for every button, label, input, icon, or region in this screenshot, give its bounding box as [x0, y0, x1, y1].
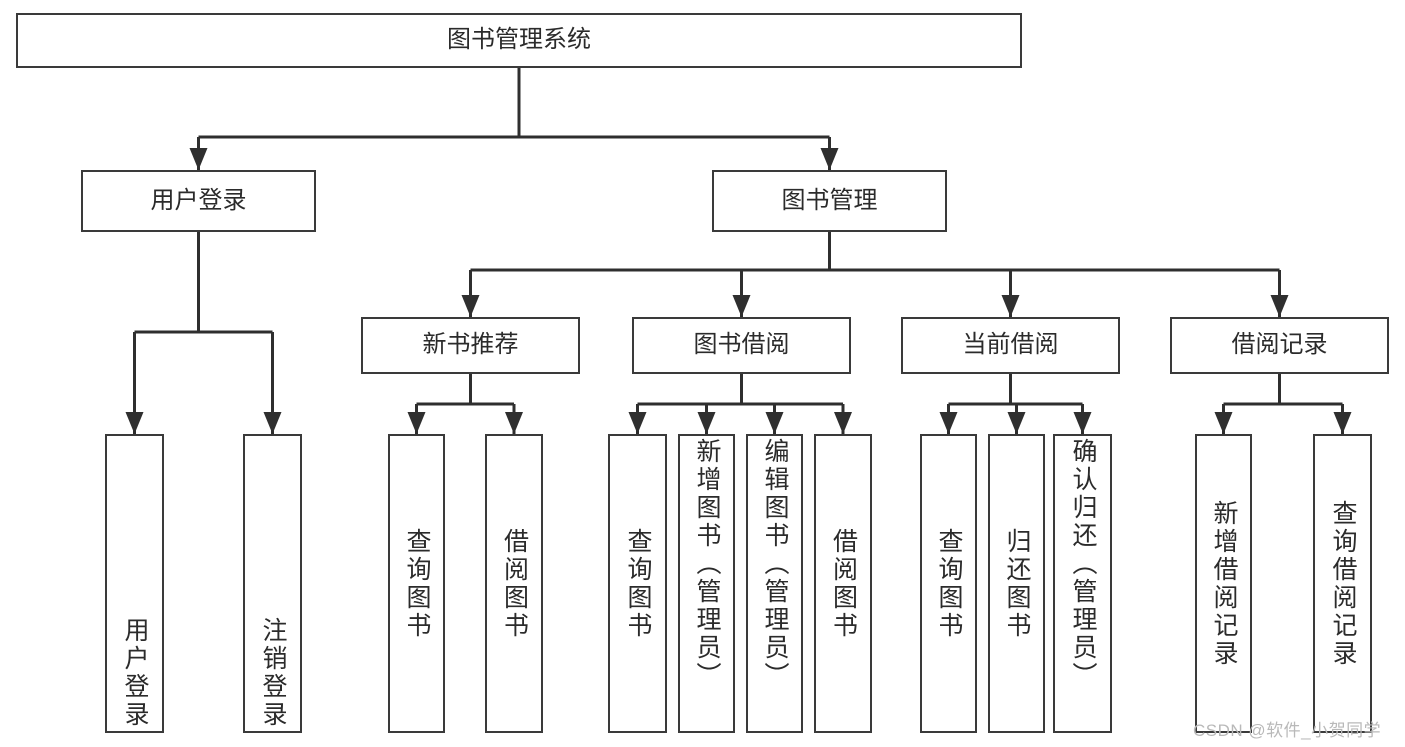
arrow-head-leaf-query-book-2 [628, 412, 647, 434]
arrow-head-leaf-edit-book [765, 412, 784, 434]
arrow-head-borrow-record [1270, 295, 1289, 317]
node-label-leaf-edit-book: 编辑图书（管理员） [761, 438, 789, 690]
arrow-head-leaf-borrow-book-1 [505, 412, 523, 434]
node-label-leaf-query-record: 查询借阅记录 [1329, 499, 1357, 668]
arrow-head-leaf-return-book [1007, 412, 1026, 434]
node-leaf-user-login[interactable]: 用户登录 [105, 434, 164, 733]
node-borrow-record[interactable]: 借阅记录 [1170, 317, 1389, 374]
node-label-leaf-add-book: 新增图书（管理员） [693, 438, 721, 690]
arrow-head-leaf-user-login [125, 412, 144, 434]
arrow-head-user-login [189, 148, 208, 170]
arrow-head-leaf-query-book-3 [939, 412, 958, 434]
node-label-borrow-record: 借阅记录 [1231, 331, 1328, 359]
node-label-root: 图书管理系统 [447, 26, 591, 54]
arrow-head-leaf-add-book [697, 412, 716, 434]
node-label-book-borrow: 图书借阅 [693, 331, 790, 359]
node-label-leaf-query-book-3: 查询图书 [935, 527, 963, 640]
arrow-head-current-borrow [1001, 295, 1020, 317]
node-leaf-query-book-3[interactable]: 查询图书 [920, 434, 977, 733]
node-leaf-return-book[interactable]: 归还图书 [988, 434, 1045, 733]
node-user-login[interactable]: 用户登录 [81, 170, 316, 232]
node-book-manage[interactable]: 图书管理 [712, 170, 947, 232]
node-leaf-query-record[interactable]: 查询借阅记录 [1313, 434, 1372, 733]
node-leaf-edit-book[interactable]: 编辑图书（管理员） [746, 434, 803, 733]
arrow-head-leaf-borrow-book-2 [834, 412, 852, 434]
node-leaf-add-book[interactable]: 新增图书（管理员） [678, 434, 735, 733]
node-label-new-book-rec: 新书推荐 [422, 331, 519, 359]
watermark: CSDN @软件_小贺同学 [1193, 721, 1382, 740]
node-label-leaf-user-login: 用户登录 [121, 617, 149, 729]
node-leaf-query-book-2[interactable]: 查询图书 [608, 434, 667, 733]
arrow-head-book-manage [820, 148, 839, 170]
node-current-borrow[interactable]: 当前借阅 [901, 317, 1120, 374]
node-new-book-rec[interactable]: 新书推荐 [361, 317, 580, 374]
node-root[interactable]: 图书管理系统 [16, 13, 1022, 68]
node-leaf-query-book-1[interactable]: 查询图书 [388, 434, 445, 733]
node-label-user-login: 用户登录 [150, 186, 247, 214]
arrow-head-leaf-query-book-1 [407, 412, 426, 434]
node-leaf-borrow-book-2[interactable]: 借阅图书 [814, 434, 872, 733]
arrow-head-new-book-rec [461, 295, 480, 317]
node-label-leaf-confirm-return: 确认归还（管理员） [1069, 438, 1097, 690]
arrow-head-leaf-user-logout [263, 412, 282, 434]
arrow-head-leaf-add-record [1214, 412, 1233, 434]
node-book-borrow[interactable]: 图书借阅 [632, 317, 851, 374]
arrow-head-leaf-query-record [1333, 412, 1352, 434]
node-label-leaf-add-record: 新增借阅记录 [1210, 499, 1238, 668]
node-leaf-borrow-book-1[interactable]: 借阅图书 [485, 434, 543, 733]
node-label-book-manage: 图书管理 [781, 186, 878, 214]
node-label-current-borrow: 当前借阅 [962, 331, 1059, 359]
node-label-leaf-borrow-book-1: 借阅图书 [500, 527, 529, 640]
node-leaf-user-logout[interactable]: 注销登录 [243, 434, 302, 733]
arrow-head-book-borrow [732, 295, 751, 317]
arrow-head-leaf-confirm-return [1073, 412, 1092, 434]
node-leaf-add-record[interactable]: 新增借阅记录 [1195, 434, 1252, 733]
node-label-leaf-query-book-2: 查询图书 [624, 527, 652, 640]
node-leaf-confirm-return[interactable]: 确认归还（管理员） [1053, 434, 1112, 733]
node-label-leaf-user-logout: 注销登录 [259, 617, 287, 729]
node-label-leaf-query-book-1: 查询图书 [403, 527, 431, 640]
node-label-leaf-return-book: 归还图书 [1003, 527, 1031, 640]
node-label-leaf-borrow-book-2: 借阅图书 [829, 527, 858, 640]
